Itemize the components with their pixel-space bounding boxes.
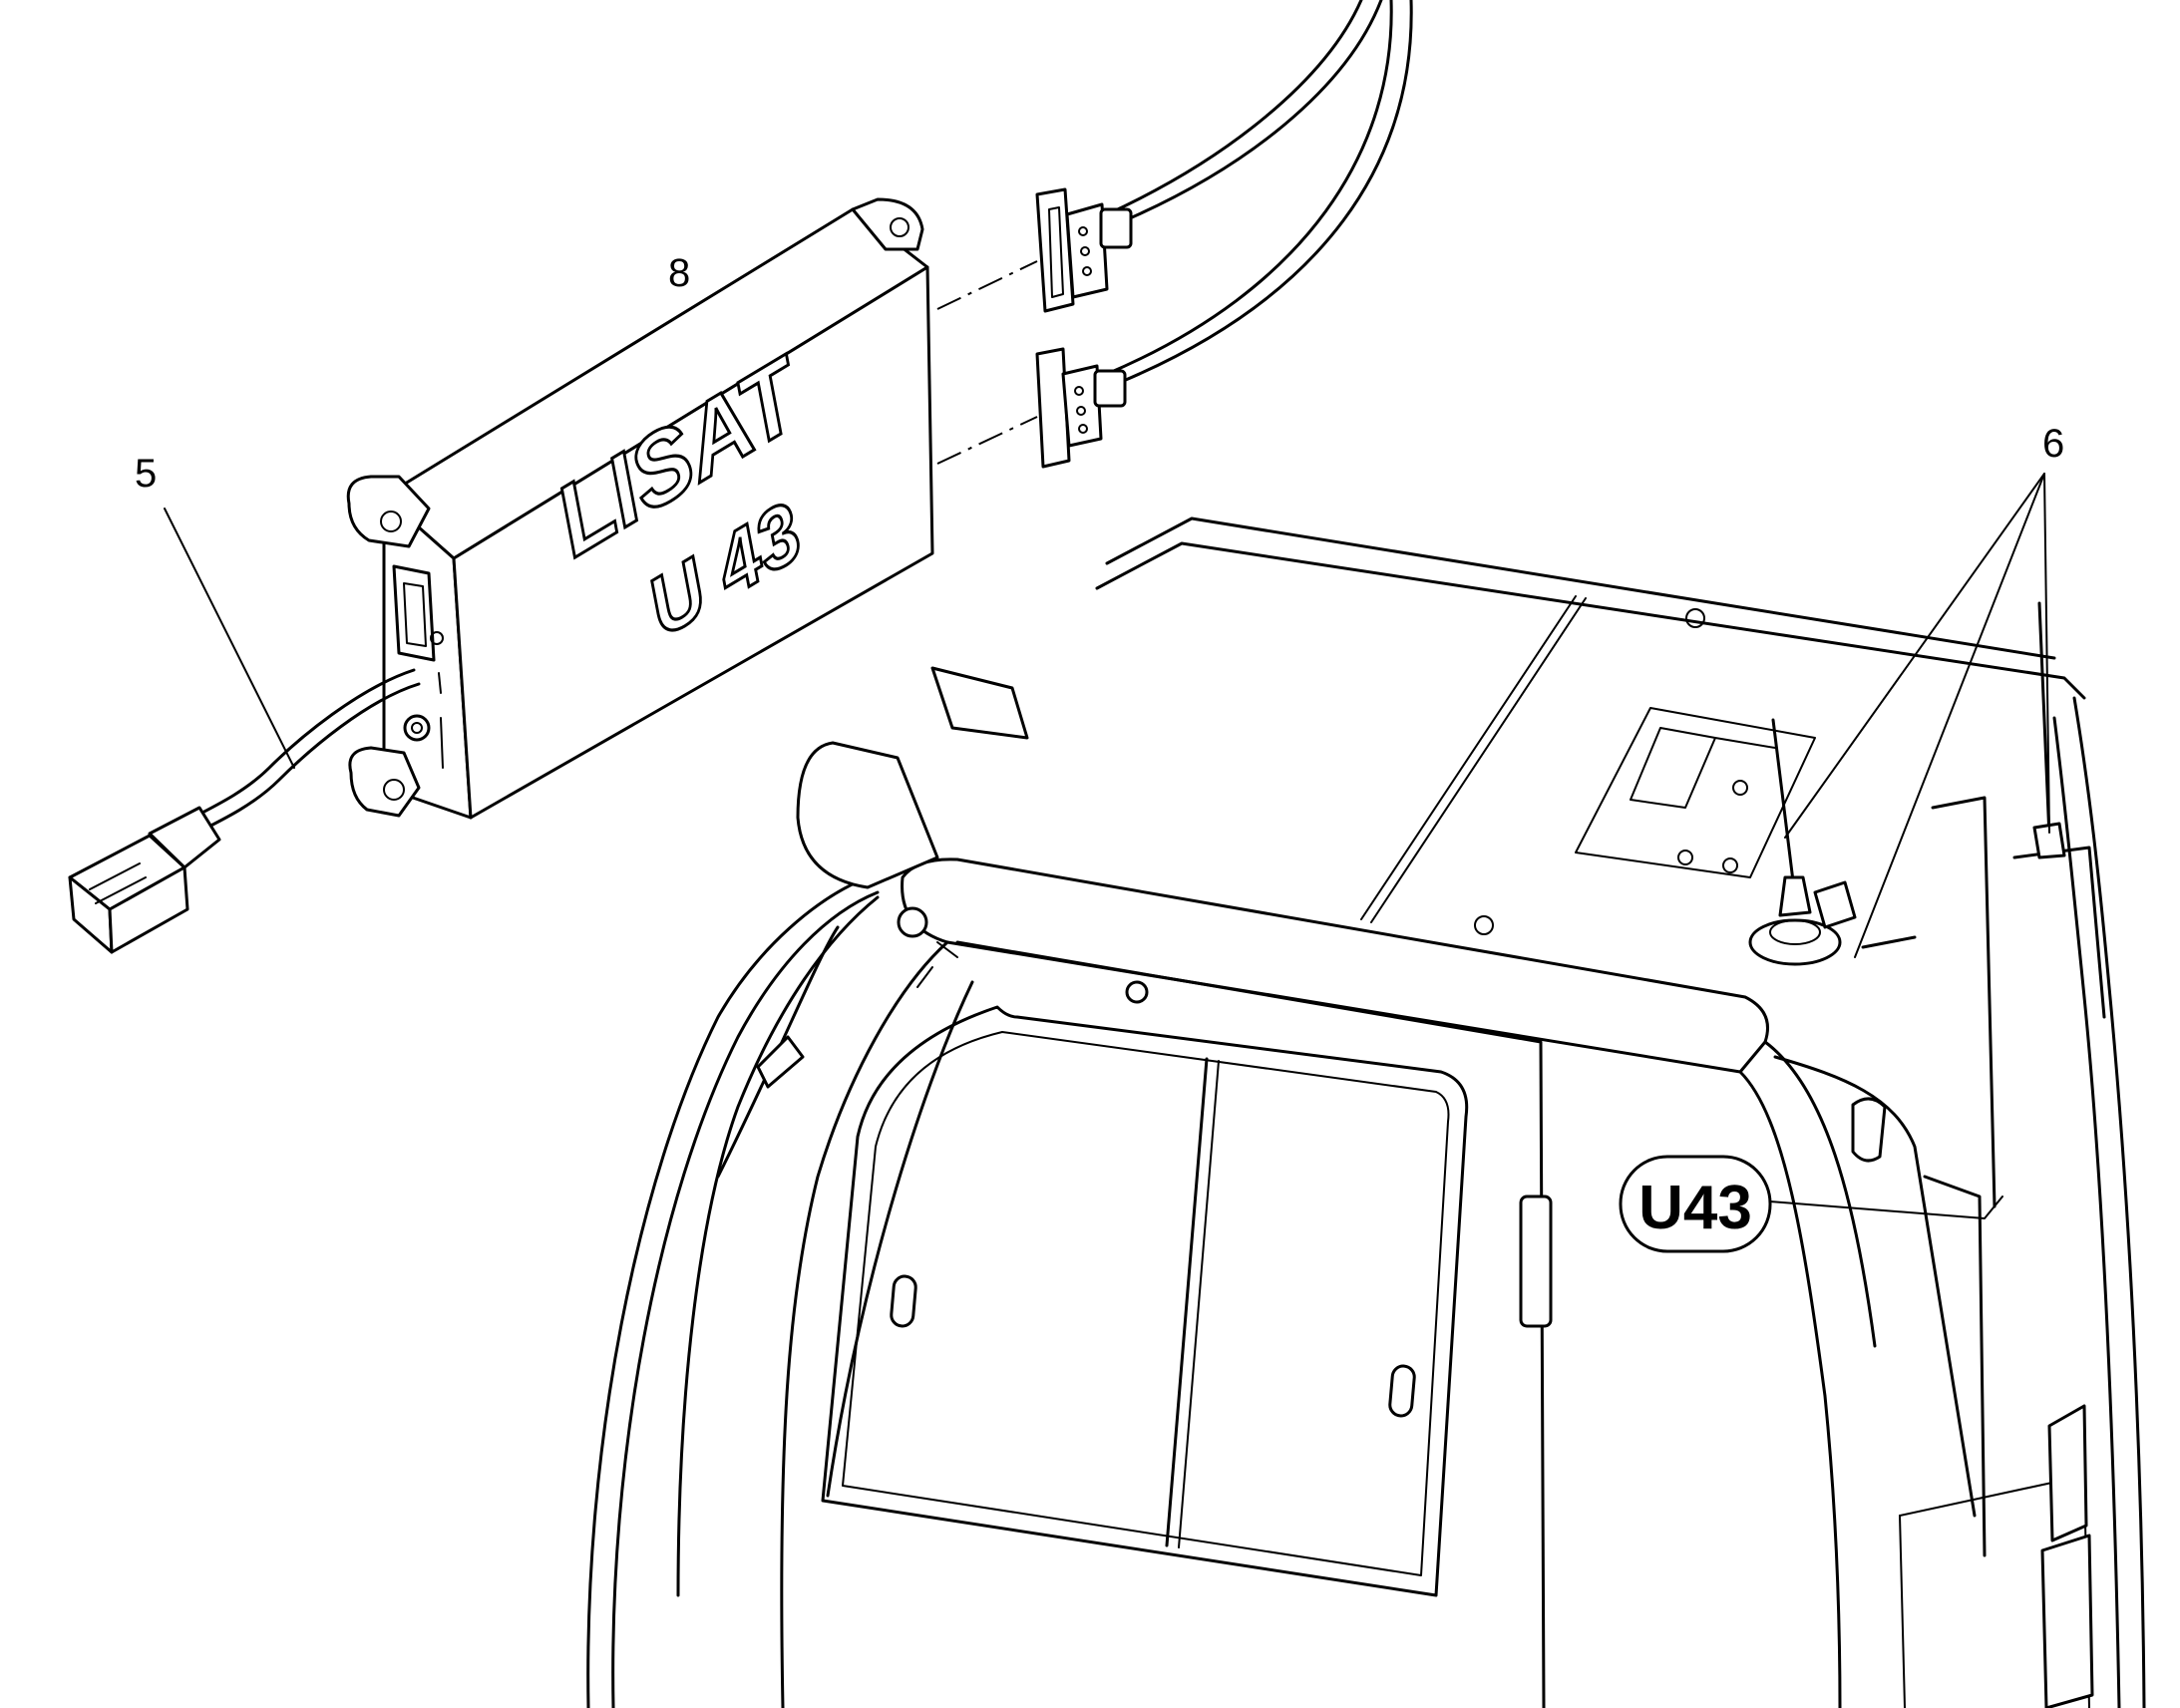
callout-6: 6: [2042, 422, 2064, 466]
antenna-left: [1748, 718, 1857, 966]
harness-plug: [68, 668, 421, 954]
upper-leader-dashdot: [936, 260, 1038, 310]
lower-dsub-connector: [1035, 347, 1127, 469]
mounting-ear-bottom-left: [348, 746, 421, 818]
upper-dsub-connector: [1035, 187, 1133, 313]
callout-5: 5: [135, 452, 157, 496]
callout-8: 8: [668, 251, 690, 295]
lower-leader-dashdot: [936, 416, 1038, 465]
cab-outline: [586, 516, 2146, 1708]
upper-cables: [1105, 0, 1413, 389]
u43-badge-label: U43: [1638, 1174, 1752, 1242]
module-dsub-socket: [392, 564, 436, 662]
lisat-module: [346, 197, 934, 820]
antenna-right: [2032, 601, 2066, 859]
mounting-ear-top-right: [851, 197, 924, 251]
u43-badge: U43: [1619, 1155, 1772, 1253]
callout-leaders: [164, 473, 2050, 1219]
